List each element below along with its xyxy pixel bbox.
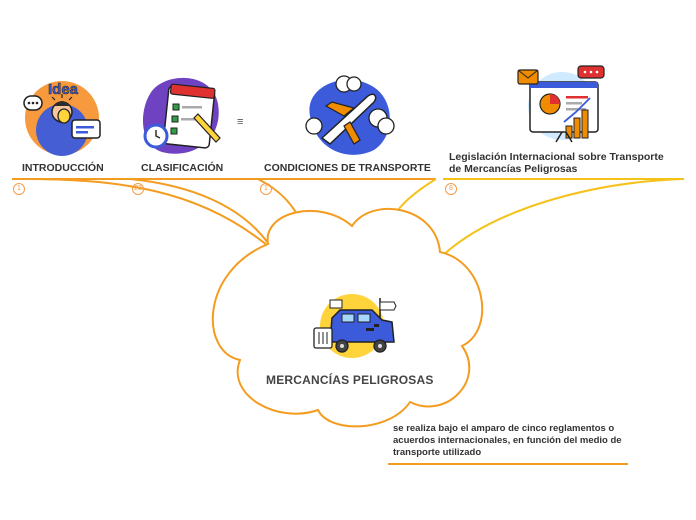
branch-legislacion bbox=[439, 178, 685, 259]
note-text[interactable]: se realiza bajo el amparo de cinco regla… bbox=[393, 423, 622, 458]
topic-count-badge: 8 bbox=[445, 183, 457, 195]
branch-introduccion bbox=[11, 177, 269, 247]
topic-count-badge: 23 bbox=[132, 183, 144, 195]
svg-text:Idea: Idea bbox=[48, 81, 79, 98]
topic-legislacion-internacional[interactable]: Legislación Internacional sobre Transpor… bbox=[449, 151, 664, 175]
menu-icon[interactable]: ≡ bbox=[237, 116, 244, 128]
topic-count-badge: 1 bbox=[260, 183, 272, 195]
topic-count-badge: 1 bbox=[13, 183, 25, 195]
topic-condiciones-transporte[interactable]: CONDICIONES DE TRANSPORTE bbox=[264, 162, 431, 174]
presentation-chart-icon bbox=[517, 65, 605, 143]
airplane-clouds-icon bbox=[305, 75, 395, 155]
topic-introduccion[interactable]: INTRODUCCIÓN bbox=[22, 162, 104, 174]
delivery-truck-icon bbox=[313, 294, 397, 358]
checklist-clock-icon bbox=[142, 77, 221, 154]
topic-clasificacion[interactable]: CLASIFICACIÓN bbox=[141, 162, 224, 174]
idea-person-icon: Idea bbox=[23, 81, 101, 156]
branch-clasificacion bbox=[129, 178, 269, 244]
central-topic-title[interactable]: MERCANCÍAS PELIGROSAS bbox=[266, 373, 434, 387]
